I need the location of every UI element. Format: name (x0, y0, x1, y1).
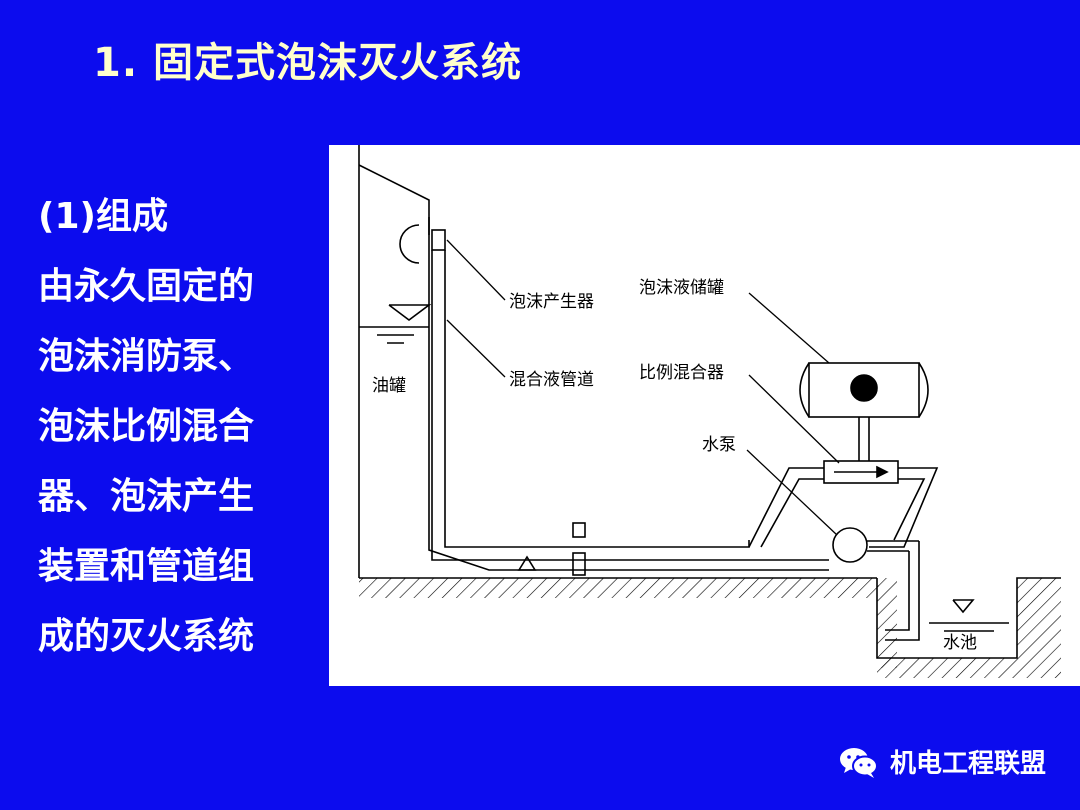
foam-chamber (399, 224, 420, 264)
composition-line: 由永久固定的 (38, 266, 255, 307)
composition-text: (1)组成 由永久固定的 泡沫消防泵、 泡沫比例混合 器、泡沫产生 装置和管道组… (38, 182, 318, 672)
composition-heading: (1)组成 (38, 196, 168, 237)
ground-hatch (359, 578, 879, 598)
pump-circle (832, 527, 868, 563)
label-pool: 水池 (943, 633, 977, 653)
pit-right-wall (1017, 578, 1061, 678)
composition-line: 泡沫比例混合 (38, 406, 255, 447)
label-foam-generator: 泡沫产生器 (509, 292, 594, 312)
oil-tank-roof (358, 164, 829, 571)
label-oil-tank: 油罐 (372, 376, 406, 396)
foam-tank-marker (850, 374, 878, 402)
label-foam-tank: 泡沫液储罐 (639, 278, 724, 298)
foam-tank-body (808, 362, 920, 418)
pit-floor (877, 658, 1017, 678)
oil-level-marker (388, 304, 432, 321)
label-mixed-pipe: 混合液管道 (509, 370, 594, 390)
proportioner-box (823, 460, 899, 484)
page-title: 1. 固定式泡沫灭火系统 (93, 40, 522, 86)
composition-line: 器、泡沫产生 (38, 476, 255, 517)
system-diagram: 泡沫产生器 泡沫液储罐 混合液管道 比例混合器 油罐 水泵 水池 (329, 145, 1080, 686)
pit-outline (876, 577, 1061, 659)
wechat-icon (839, 747, 878, 778)
composition-line: 装置和管道组 (38, 546, 255, 587)
label-water-pump: 水泵 (702, 435, 736, 455)
composition-line: 成的灭火系统 (38, 616, 255, 657)
pit-left-wall (877, 578, 897, 668)
label-proportioner: 比例混合器 (639, 363, 724, 383)
pool-level-marker (952, 599, 975, 614)
system-diagram-svg: 泡沫产生器 泡沫液储罐 混合液管道 比例混合器 油罐 水泵 水池 (358, 145, 1061, 678)
composition-line: 泡沫消防泵、 (38, 336, 255, 377)
brand-name: 机电工程联盟 (889, 749, 1046, 779)
footer-brand: 机电工程联盟 (838, 743, 1046, 780)
